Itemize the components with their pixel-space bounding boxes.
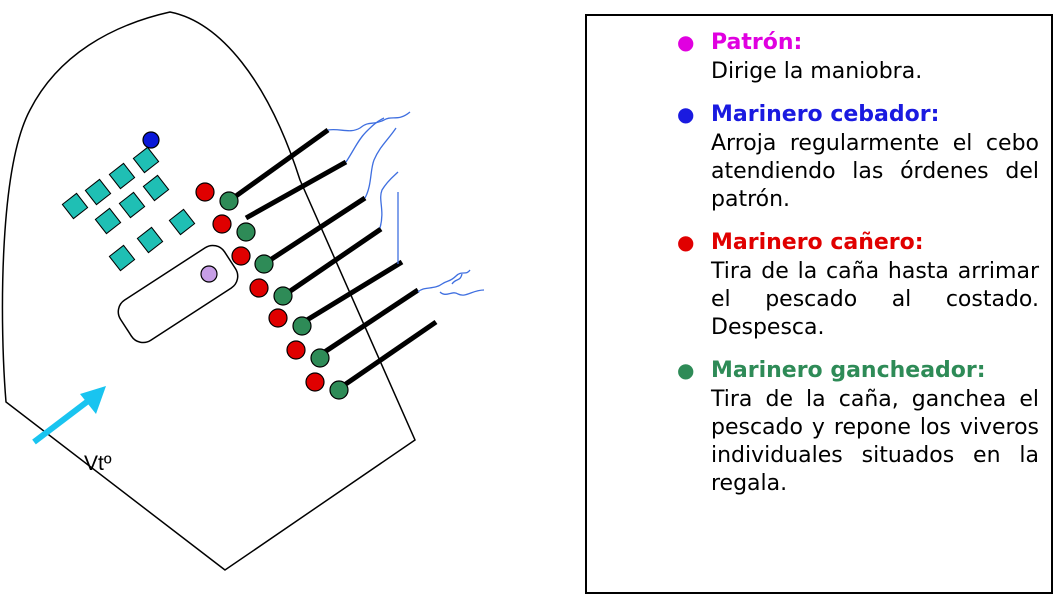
gancheador-marker <box>329 380 349 400</box>
fishing-rods <box>227 127 438 391</box>
bait-tank <box>168 208 196 236</box>
bullet-icon: ● <box>677 358 695 382</box>
canero-marker <box>286 340 306 360</box>
bait-tank <box>108 244 136 272</box>
canero-marker <box>212 214 232 234</box>
legend-title: Marinero gancheador: <box>711 358 986 383</box>
fishing-rod <box>318 287 420 358</box>
cebador-marker <box>142 131 160 149</box>
bait-tank <box>84 178 112 206</box>
legend-item-gancheador: ● Marinero gancheador: Tira de la caña, … <box>587 356 1051 498</box>
legend-title: Marinero cebador: <box>711 102 940 127</box>
fishing-line <box>379 171 399 229</box>
bait-tank <box>118 191 146 219</box>
bait-tank <box>61 192 89 220</box>
fishing-rod <box>244 159 348 221</box>
bait-tank <box>132 146 160 174</box>
boat-hull <box>1 11 416 571</box>
fishing-rod <box>262 195 367 267</box>
legend-item-cebador: ● Marinero cebador: Arroja regularmente … <box>587 100 1051 214</box>
fishing-lines <box>327 111 485 296</box>
bait-tank <box>142 174 170 202</box>
fishing-rod <box>300 259 404 326</box>
wind-arrow <box>32 386 106 445</box>
bait-tank <box>108 162 136 190</box>
canero-marker <box>231 246 251 266</box>
bait-tanks <box>61 146 196 272</box>
canero-marker <box>268 308 288 328</box>
bullet-icon: ● <box>677 230 695 254</box>
gancheador-marker <box>292 316 312 336</box>
gancheador-marker <box>254 254 274 274</box>
bait-tank <box>136 226 164 254</box>
fishing-rod <box>338 319 438 391</box>
legend-description: Tira de la caña hasta arrimar el pescado… <box>711 259 1039 340</box>
canero-marker <box>305 372 325 392</box>
fishing-line <box>364 127 397 199</box>
legend-item-canero: ● Marinero cañero: Tira de la caña hasta… <box>587 228 1051 342</box>
legend-box: ● Patrón: Dirige la maniobra. ● Marinero… <box>585 14 1053 594</box>
canero-marker <box>195 182 215 202</box>
canero-marker <box>249 278 269 298</box>
bait-tank <box>94 207 122 235</box>
gancheador-marker <box>310 348 330 368</box>
fishing-line <box>451 273 463 285</box>
legend-description: Arroja regularmente el cebo atendiendo l… <box>711 131 1039 212</box>
gancheador-marker <box>236 222 256 242</box>
fishing-line <box>417 269 471 293</box>
fishing-rod <box>227 127 330 204</box>
patron-marker <box>200 265 218 283</box>
fishing-boat-diagram: Vtº <box>1 11 485 571</box>
legend-list: ● Patrón: Dirige la maniobra. ● Marinero… <box>587 28 1051 512</box>
fishing-line <box>327 111 411 132</box>
legend-title: Marinero cañero: <box>711 230 924 255</box>
legend-description: Dirige la maniobra. <box>711 59 923 84</box>
legend-description: Tira de la caña, ganchea el pescado y re… <box>711 387 1039 496</box>
fishing-rod <box>281 226 383 299</box>
gancheador-marker <box>219 191 239 211</box>
sailor-markers <box>195 182 349 400</box>
legend-item-patron: ● Patrón: Dirige la maniobra. <box>587 28 1051 86</box>
fishing-line <box>439 289 485 296</box>
wind-label: Vtº <box>84 452 112 475</box>
legend-title: Patrón: <box>711 30 803 55</box>
fishing-line <box>345 117 385 163</box>
bullet-icon: ● <box>677 30 695 54</box>
cabin <box>117 244 239 344</box>
bullet-icon: ● <box>677 102 695 126</box>
gancheador-marker <box>273 286 293 306</box>
